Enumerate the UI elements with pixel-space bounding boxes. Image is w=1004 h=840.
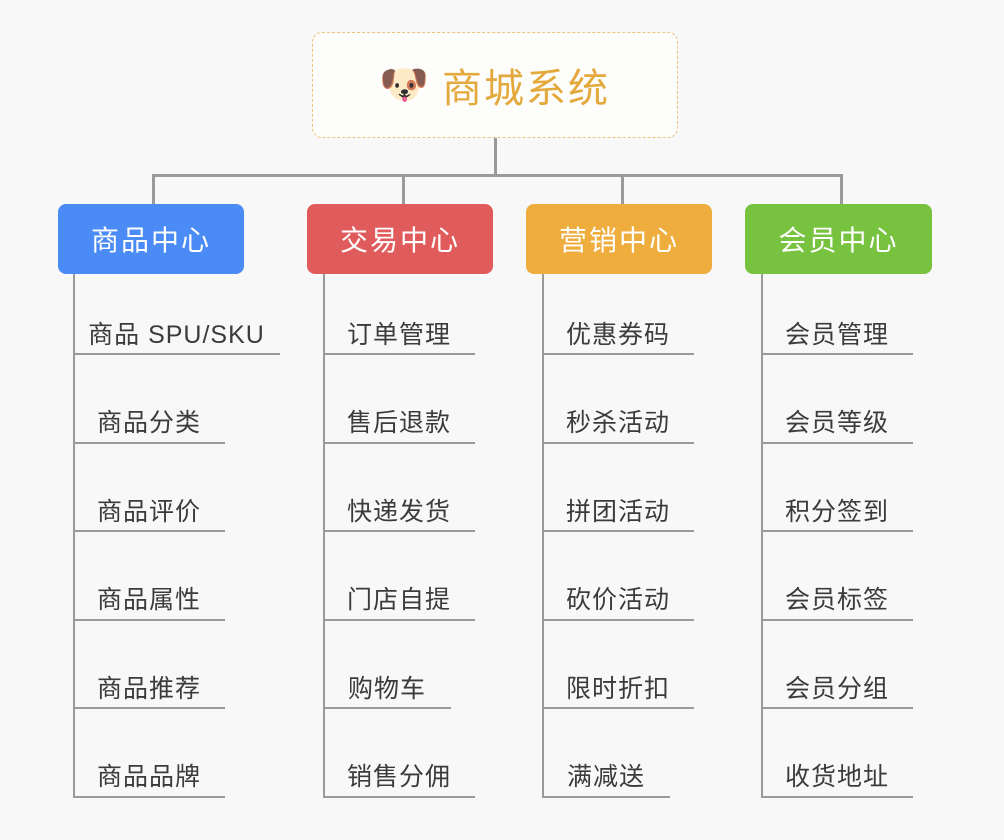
leaf-item-label: 优惠券码 (565, 320, 670, 349)
leaf-item-label: 商品品牌 (96, 763, 201, 791)
leaf-item-label: 会员分组 (784, 674, 889, 703)
leaf-item-label: 会员标签 (784, 586, 889, 614)
connector-drop-product-center (152, 174, 155, 204)
column-spine-product-center (73, 274, 75, 798)
leaf-item[interactable]: 商品品牌 (73, 740, 225, 798)
leaf-item[interactable]: 会员标签 (761, 563, 913, 621)
leaf-item[interactable]: 商品 SPU/SKU (73, 297, 280, 355)
column-header-product-center[interactable]: 商品中心 (58, 204, 244, 274)
leaf-item[interactable]: 售后退款 (323, 386, 475, 444)
leaf-item[interactable]: 收货地址 (761, 740, 913, 798)
column-header-member-center[interactable]: 会员中心 (745, 204, 932, 274)
leaf-item[interactable]: 砍价活动 (542, 563, 694, 621)
leaf-item-label: 商品推荐 (96, 674, 201, 703)
connector-bus (152, 174, 840, 177)
leaf-item[interactable]: 会员等级 (761, 386, 913, 444)
column-spine-trade-center (323, 274, 325, 798)
leaf-item-label: 商品评价 (96, 497, 201, 526)
leaf-item[interactable]: 积分签到 (761, 474, 913, 532)
root-node[interactable]: 🐶 商城系统 (312, 32, 678, 138)
leaf-item[interactable]: 商品推荐 (73, 651, 225, 709)
connector-root-stem (494, 138, 497, 177)
leaf-item-label: 售后退款 (346, 409, 451, 437)
shiba-dog-icon: 🐶 (379, 63, 429, 107)
leaf-item[interactable]: 销售分佣 (323, 740, 475, 798)
leaf-item[interactable]: 秒杀活动 (542, 386, 694, 444)
leaf-item[interactable]: 订单管理 (323, 297, 475, 355)
leaf-item-label: 商品 SPU/SKU (88, 320, 265, 349)
leaf-item-label: 商品属性 (96, 586, 201, 614)
leaf-item-label: 购物车 (347, 674, 426, 703)
column-header-label: 会员中心 (778, 225, 899, 256)
column-spine-marketing-center (542, 274, 544, 798)
leaf-item-label: 限时折扣 (565, 674, 670, 703)
leaf-item-label: 秒杀活动 (565, 409, 670, 437)
leaf-item-label: 收货地址 (784, 763, 889, 791)
leaf-item[interactable]: 会员分组 (761, 651, 913, 709)
leaf-item[interactable]: 商品评价 (73, 474, 225, 532)
connector-drop-member-center (840, 174, 843, 204)
leaf-item-label: 快递发货 (346, 497, 451, 526)
connector-drop-trade-center (402, 174, 405, 204)
connector-drop-marketing-center (621, 174, 624, 204)
leaf-item-label: 满减送 (566, 763, 645, 791)
leaf-item[interactable]: 门店自提 (323, 563, 475, 621)
leaf-item[interactable]: 商品分类 (73, 386, 225, 444)
column-header-trade-center[interactable]: 交易中心 (307, 204, 493, 274)
leaf-item[interactable]: 快递发货 (323, 474, 475, 532)
column-header-marketing-center[interactable]: 营销中心 (526, 204, 712, 274)
leaf-item[interactable]: 满减送 (542, 740, 670, 798)
leaf-item-label: 积分签到 (784, 497, 889, 526)
leaf-item-label: 拼团活动 (565, 497, 670, 526)
leaf-item[interactable]: 限时折扣 (542, 651, 694, 709)
leaf-item-label: 会员等级 (784, 409, 889, 437)
root-title: 商城系统 (442, 67, 610, 111)
leaf-item[interactable]: 优惠券码 (542, 297, 694, 355)
column-header-label: 交易中心 (339, 225, 460, 256)
leaf-item[interactable]: 拼团活动 (542, 474, 694, 532)
leaf-item-label: 门店自提 (346, 586, 451, 614)
leaf-item-label: 会员管理 (784, 320, 889, 349)
column-spine-member-center (761, 274, 763, 798)
column-header-label: 营销中心 (558, 225, 679, 256)
leaf-item-label: 砍价活动 (565, 586, 670, 614)
leaf-item[interactable]: 购物车 (323, 651, 451, 709)
leaf-item[interactable]: 商品属性 (73, 563, 225, 621)
column-header-label: 商品中心 (90, 225, 211, 256)
leaf-item[interactable]: 会员管理 (761, 297, 913, 355)
leaf-item-label: 订单管理 (346, 320, 451, 349)
leaf-item-label: 销售分佣 (346, 763, 451, 791)
leaf-item-label: 商品分类 (96, 409, 201, 437)
